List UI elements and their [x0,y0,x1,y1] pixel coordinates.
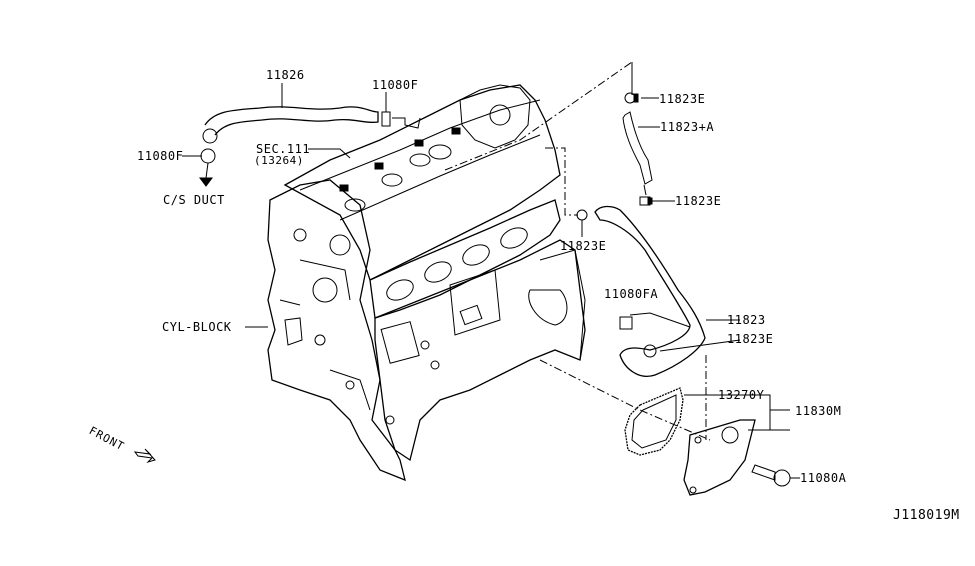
label-11826: 11826 [266,68,305,82]
label-11823a: 11823+A [660,120,715,134]
hose-11826-drawing [182,83,421,187]
label-11823e-mid: 11823E [675,194,722,208]
label-cs-duct: C/S DUCT [163,193,225,207]
label-11080f-left: 11080F [137,149,184,163]
label-11830m: 11830M [795,404,842,418]
label-cyl-block: CYL-BLOCK [162,320,232,334]
diagram-code: J118019M [893,508,960,523]
label-11080a: 11080A [800,471,847,485]
cover-11830m-drawing [683,419,770,496]
label-11823: 11823 [727,313,766,327]
reference-line-top [444,61,633,171]
label-11080f-top: 11080F [372,78,419,92]
hose-11823a-drawing [622,92,675,206]
label-11823e-lower: 11823E [727,332,774,346]
reference-line-mid [545,147,578,216]
label-11080fa: 11080FA [604,287,659,301]
label-sec-111-sub: (13264) [254,154,304,167]
cylinder-block-drawing [267,84,586,482]
label-11823e-top: 11823E [659,92,706,106]
bolt-11080a-drawing [751,464,800,487]
gasket-13270y-drawing [624,387,790,456]
front-arrow-icon [133,448,156,464]
hose-11823-drawing [594,205,741,377]
label-13270y: 13270Y [718,388,765,402]
label-sec-111: SEC.111 [256,142,311,156]
reference-line-lower [539,359,711,441]
label-11823e-center: 11823E [560,239,607,253]
